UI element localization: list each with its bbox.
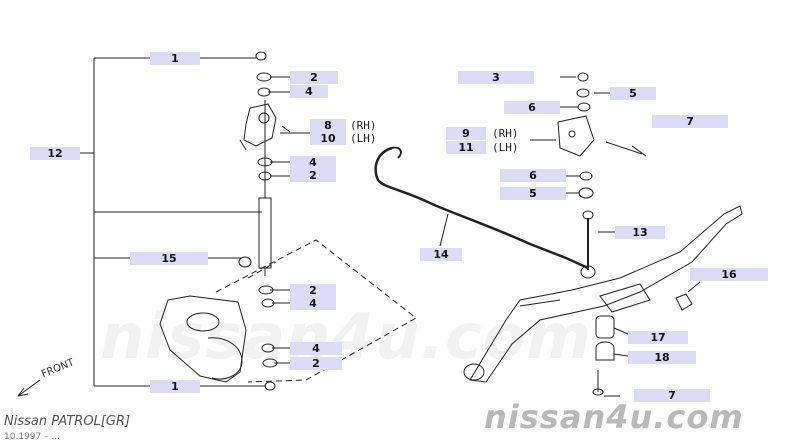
callout-2-c: 2 — [290, 284, 336, 297]
callout-5-a: 5 — [610, 87, 656, 100]
callout-3: 3 — [458, 71, 534, 84]
watermark-corner: nissan4u.com — [484, 398, 744, 436]
callout-11: 11 — [446, 141, 486, 154]
callout-6-a: 6 — [504, 101, 560, 114]
callout-6-b: 6 — [500, 169, 566, 182]
callout-7-b: 7 — [634, 389, 710, 402]
callout-2-a: 2 — [290, 71, 338, 84]
model-caption: Nissan PATROL[GR] — [4, 414, 131, 429]
callout-7-a: 7 — [652, 115, 728, 128]
callout-15: 15 — [130, 252, 208, 265]
callout-13: 13 — [615, 226, 665, 239]
callout-10: 10 — [310, 132, 346, 145]
callout-4-d: 4 — [290, 342, 342, 355]
callout-14: 14 — [420, 248, 462, 261]
callout-9: 9 — [446, 127, 486, 140]
callout-17: 17 — [628, 331, 688, 344]
label-rh-9: (RH) — [492, 127, 519, 140]
label-lh-10: (LH) — [350, 132, 377, 145]
label-lh-11: (LH) — [492, 141, 519, 154]
callout-2-d: 2 — [290, 357, 342, 370]
callout-1-bottom: 1 — [150, 380, 200, 393]
callout-1-top: 1 — [150, 52, 200, 65]
callout-12: 12 — [30, 147, 80, 160]
callout-18: 18 — [628, 351, 696, 364]
callout-4-c: 4 — [290, 297, 336, 310]
callout-4-a: 4 — [290, 85, 328, 98]
callout-5-b: 5 — [500, 187, 566, 200]
label-rh-8: (RH) — [350, 119, 377, 132]
callout-8: 8 — [310, 119, 346, 132]
callout-4-b: 4 — [290, 156, 336, 169]
callout-16: 16 — [690, 268, 768, 281]
production-date: 10.1997 – ... — [4, 432, 61, 442]
callout-2-b: 2 — [290, 169, 336, 182]
